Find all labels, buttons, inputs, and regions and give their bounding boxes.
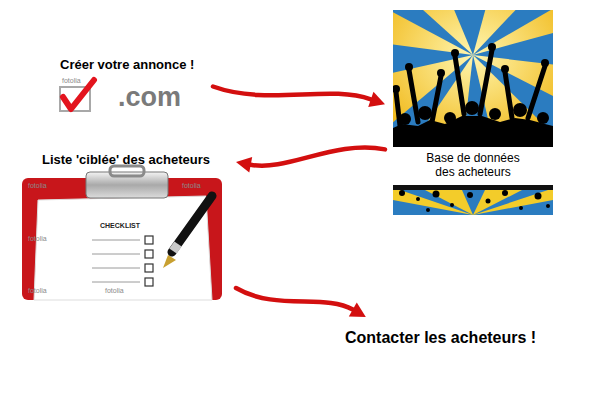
logo-text: .com [118, 82, 181, 113]
wavy-arrow [213, 87, 385, 107]
checklist-title: CHECKLIST [100, 222, 140, 230]
step-heading: Liste 'ciblée' des acheteurs [42, 153, 210, 168]
watermark-text: fotolia [105, 287, 124, 294]
watermark-text: fotolia [62, 77, 81, 84]
database-caption: Base de données des acheteurs [423, 151, 523, 179]
arrow-head [236, 157, 252, 173]
watermark-text: fotolia [28, 287, 47, 294]
step-node: Créer votre annonce ! .com [55, 55, 205, 118]
arrow-line [236, 288, 353, 310]
step-node: Contacter les acheteurs ! [340, 325, 555, 353]
watermark-text: fotolia [182, 182, 201, 189]
wavy-arrow [236, 288, 366, 317]
list-node: Liste 'ciblée' des acheteursCHECKLIST [22, 150, 228, 300]
watermark-text: fotolia [28, 235, 47, 242]
arrow-line [251, 148, 385, 166]
clipboard-picture [22, 166, 222, 300]
database-picture-node: Base de données des acheteurs [393, 10, 553, 215]
watermark-text: fotolia [28, 182, 47, 189]
arrow-head [349, 303, 366, 317]
crowd-picture [360, 0, 600, 215]
arrow-head [368, 92, 385, 107]
step-heading: Créer votre annonce ! [60, 58, 194, 73]
wavy-arrow [236, 148, 385, 173]
check-logo [60, 80, 94, 111]
arrow-line [213, 87, 371, 100]
step-heading: Contacter les acheteurs ! [345, 329, 536, 347]
